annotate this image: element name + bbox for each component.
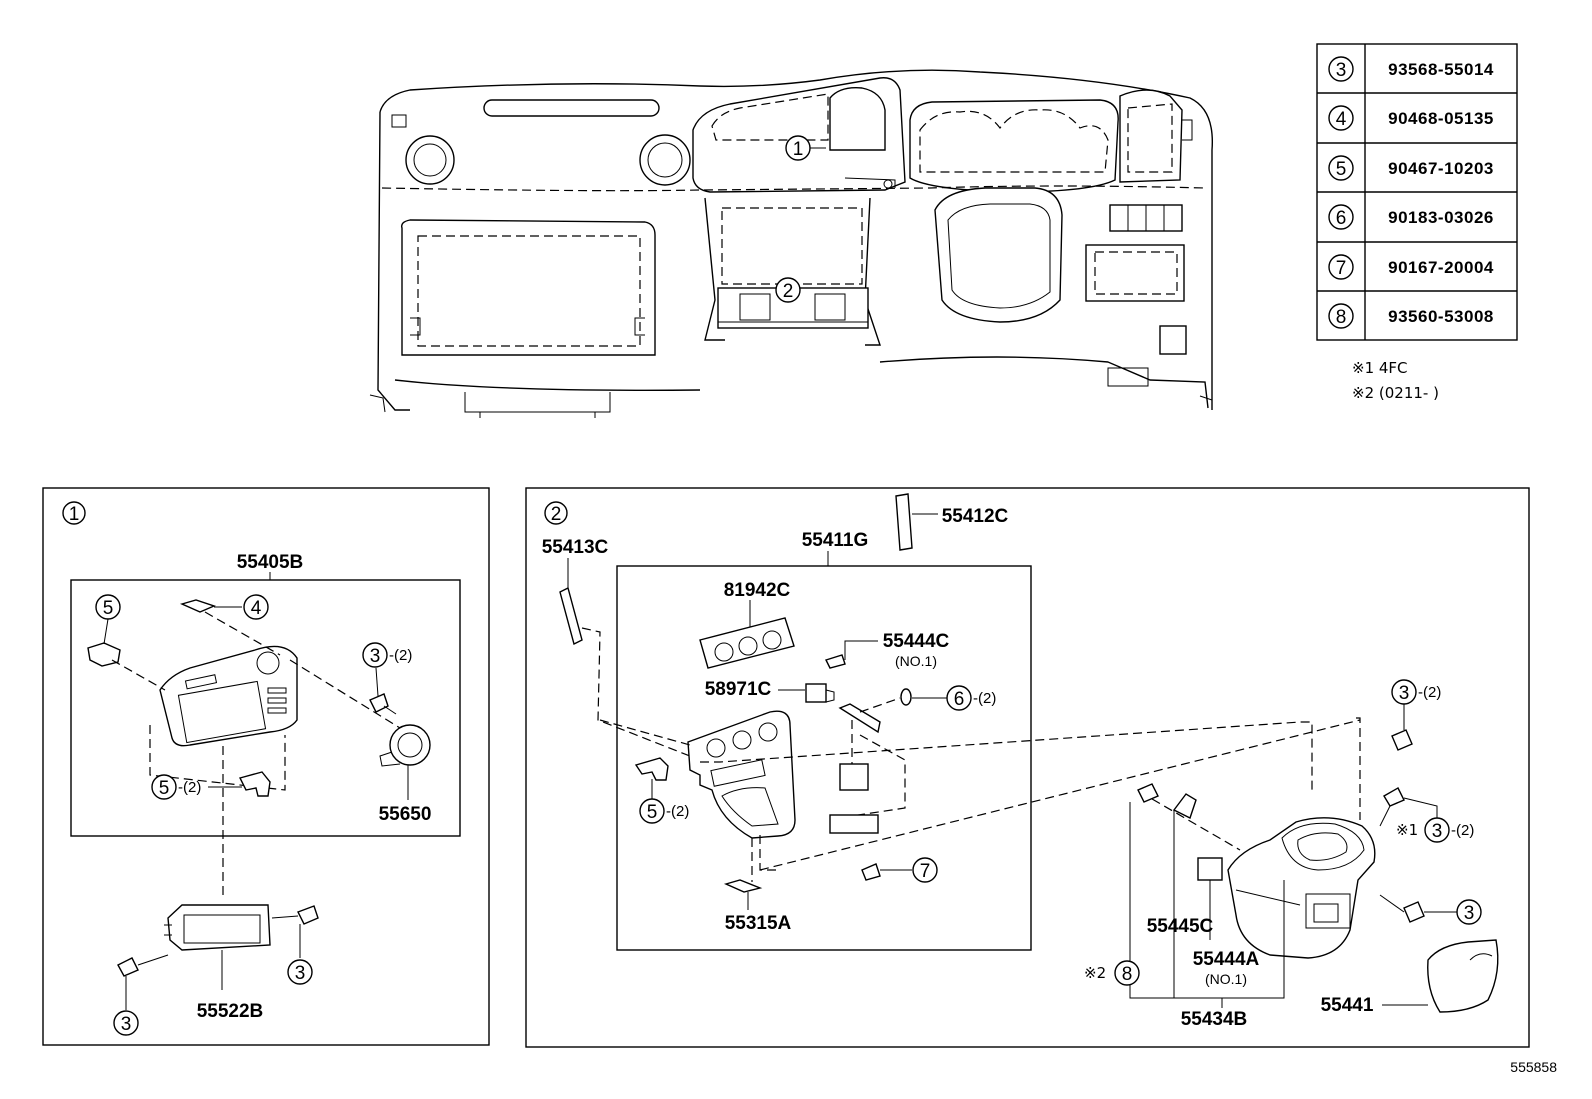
note-1: ※1 4FC — [1352, 359, 1408, 377]
overview-callout-2[interactable]: 2 — [775, 277, 801, 303]
svg-text:3: 3 — [1399, 683, 1410, 704]
svg-text:1: 1 — [793, 139, 804, 160]
svg-text:3: 3 — [1336, 60, 1347, 81]
label-55650[interactable]: 55650 — [379, 804, 432, 825]
svg-text:3: 3 — [295, 963, 306, 984]
svg-text:5: 5 — [159, 778, 170, 799]
instrument-panel-overview: 1 2 — [369, 69, 1214, 418]
svg-text:-(2): -(2) — [178, 779, 201, 796]
svg-text:5: 5 — [1336, 159, 1347, 180]
legend-row-6[interactable]: 6 90183-03026 — [1328, 204, 1494, 230]
label-55444C[interactable]: 55444C — [883, 631, 950, 652]
overview-callout-1[interactable]: 1 — [785, 135, 826, 161]
svg-text:※1: ※1 — [1396, 821, 1418, 839]
label-55522B[interactable]: 55522B — [197, 1001, 264, 1022]
notes: ※1 4FC ※2 (0211- ) — [1352, 359, 1439, 402]
svg-text:90467-10203: 90467-10203 — [1388, 159, 1494, 178]
svg-text:93568-55014: 93568-55014 — [1388, 60, 1494, 79]
svg-text:-(2): -(2) — [666, 803, 689, 820]
p1-callout-3-left[interactable]: 3 — [113, 1010, 139, 1036]
svg-text:3: 3 — [1464, 903, 1475, 924]
label-55411G[interactable]: 55411G — [802, 530, 869, 551]
svg-text:90183-03026: 90183-03026 — [1388, 208, 1494, 227]
svg-text:3: 3 — [1432, 821, 1443, 842]
p2-callout-3-top[interactable]: 3 -(2) — [1391, 679, 1441, 705]
svg-text:8: 8 — [1122, 964, 1133, 985]
label-55445C[interactable]: 55445C — [1147, 916, 1214, 937]
legend-row-7[interactable]: 7 90167-20004 — [1328, 254, 1494, 280]
label-55434B[interactable]: 55434B — [1181, 1009, 1248, 1030]
svg-text:90167-20004: 90167-20004 — [1388, 258, 1494, 277]
p2-callout-5[interactable]: 5 -(2) — [639, 798, 689, 824]
label-55441[interactable]: 55441 — [1321, 995, 1374, 1016]
label-55412C[interactable]: 55412C — [942, 506, 1009, 527]
label-55413C[interactable]: 55413C — [542, 537, 609, 558]
legend-row-4[interactable]: 4 90468-05135 — [1328, 105, 1494, 131]
svg-text:90468-05135: 90468-05135 — [1388, 109, 1494, 128]
svg-text:4: 4 — [1336, 109, 1347, 130]
label-55444C-sub: (NO.1) — [895, 653, 937, 669]
svg-text:7: 7 — [920, 861, 931, 882]
detail-panel-2: 2 55413C 55412C 55411G 81942C 55444C (NO… — [525, 487, 1530, 1048]
legend-table: 3 93568-55014 4 90468-05135 5 90467-1020… — [1316, 43, 1518, 341]
legend-row-8[interactable]: 8 93560-53008 — [1328, 303, 1494, 329]
svg-text:-(2): -(2) — [1418, 684, 1441, 701]
svg-text:2: 2 — [783, 281, 794, 302]
p2-callout-3-low[interactable]: 3 — [1424, 899, 1482, 925]
svg-text:-(2): -(2) — [389, 647, 412, 664]
label-58971C[interactable]: 58971C — [705, 679, 772, 700]
svg-text:5: 5 — [647, 802, 658, 823]
svg-text:93560-53008: 93560-53008 — [1388, 307, 1494, 326]
svg-text:7: 7 — [1336, 258, 1347, 279]
p1-callout-3-upper[interactable]: 3 -(2) — [362, 642, 412, 668]
svg-text:3: 3 — [121, 1014, 132, 1035]
svg-text:6: 6 — [954, 689, 965, 710]
svg-text:4: 4 — [251, 598, 262, 619]
p2-callout-8[interactable]: ※2 8 — [1084, 960, 1140, 986]
p1-callout-5-bottom[interactable]: 5 -(2) — [151, 774, 242, 800]
label-81942C[interactable]: 81942C — [724, 580, 791, 601]
svg-text:1: 1 — [69, 504, 80, 525]
label-55315A[interactable]: 55315A — [725, 913, 792, 934]
svg-text:8: 8 — [1336, 307, 1347, 328]
label-55444A-sub: (NO.1) — [1205, 971, 1247, 987]
p1-callout-3-right[interactable]: 3 — [287, 959, 313, 985]
p1-callout-4[interactable]: 4 — [243, 594, 269, 620]
legend-row-3[interactable]: 3 93568-55014 — [1328, 56, 1494, 82]
svg-text:-(2): -(2) — [1451, 822, 1474, 839]
figure-id: 555858 — [1510, 1059, 1557, 1075]
p2-callout-6[interactable]: 6 -(2) — [912, 685, 996, 711]
p2-callout-3-mid[interactable]: ※1 3 -(2) — [1396, 797, 1474, 843]
svg-text:3: 3 — [370, 646, 381, 667]
svg-text:6: 6 — [1336, 208, 1347, 229]
p1-callout-5-top[interactable]: 5 — [95, 594, 121, 645]
svg-text:※2: ※2 — [1084, 964, 1106, 982]
svg-text:5: 5 — [103, 598, 114, 619]
legend-row-5[interactable]: 5 90467-10203 — [1328, 155, 1494, 181]
note-2: ※2 (0211- ) — [1352, 384, 1439, 402]
detail-panel-1: 1 55405B 55650 — [42, 487, 490, 1046]
label-55405B[interactable]: 55405B — [237, 552, 304, 573]
p2-callout-7[interactable]: 7 — [912, 857, 938, 883]
svg-text:2: 2 — [551, 504, 562, 525]
label-55444A[interactable]: 55444A — [1193, 949, 1260, 970]
svg-text:-(2): -(2) — [973, 690, 996, 707]
